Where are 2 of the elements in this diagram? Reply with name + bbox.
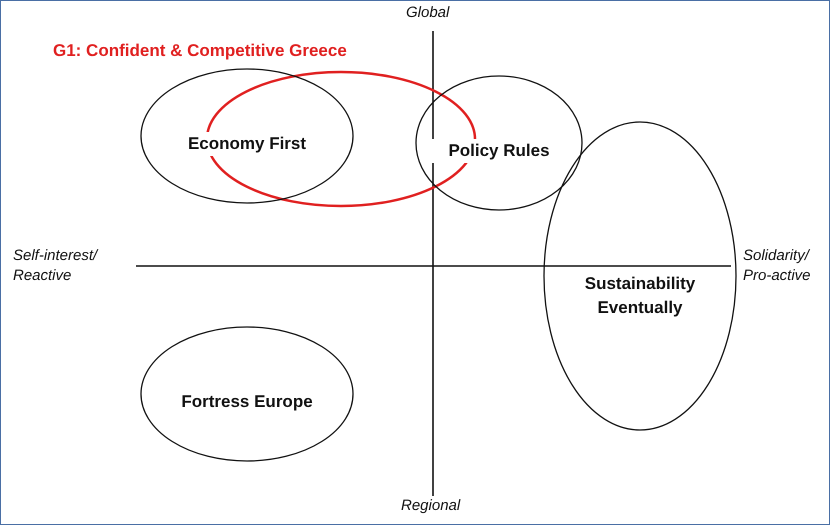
axis-label: Regional bbox=[401, 496, 460, 516]
scenario-heading: G1: Confident & Competitive Greece bbox=[52, 40, 348, 62]
